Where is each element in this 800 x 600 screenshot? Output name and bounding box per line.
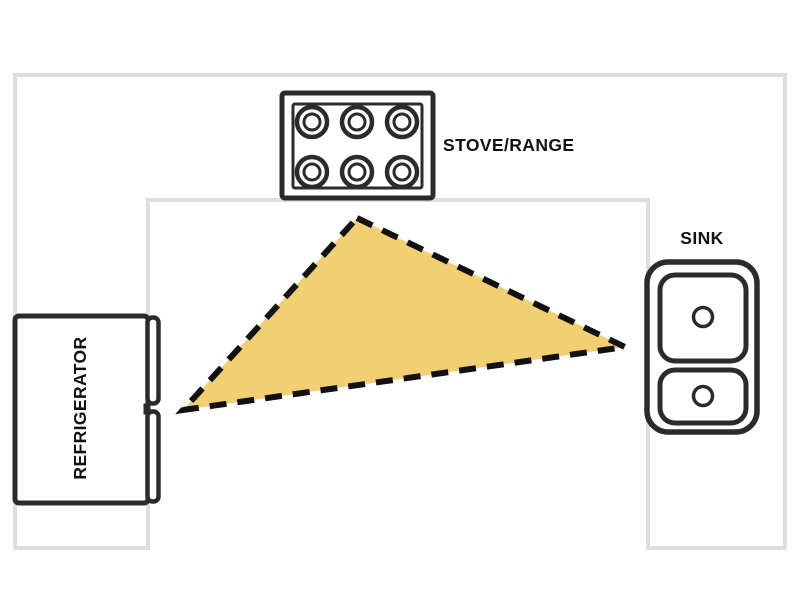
burner-icon (384, 154, 420, 190)
refrigerator-label: REFRIGERATOR (70, 336, 90, 479)
refrigerator-icon: REFRIGERATOR (12, 313, 161, 506)
sink-body (644, 259, 760, 435)
sink-icon: SINK (644, 228, 760, 435)
sink-basin (657, 367, 749, 426)
refrigerator-door-handle (145, 409, 161, 504)
refrigerator-hinge (143, 403, 151, 415)
sink-label: SINK (680, 228, 723, 248)
burner-icon (339, 154, 375, 190)
stove-label: STOVE/RANGE (443, 135, 574, 155)
drain-icon (691, 305, 715, 329)
refrigerator-door-handle (145, 315, 161, 406)
burner-icon (384, 104, 420, 140)
stove-icon: STOVE/RANGE (279, 90, 574, 201)
work-triangle (175, 214, 636, 415)
burner-icon (294, 104, 330, 140)
drain-icon (691, 384, 715, 408)
burner-icon (339, 104, 375, 140)
sink-basin (657, 272, 749, 364)
burner-icon (294, 154, 330, 190)
